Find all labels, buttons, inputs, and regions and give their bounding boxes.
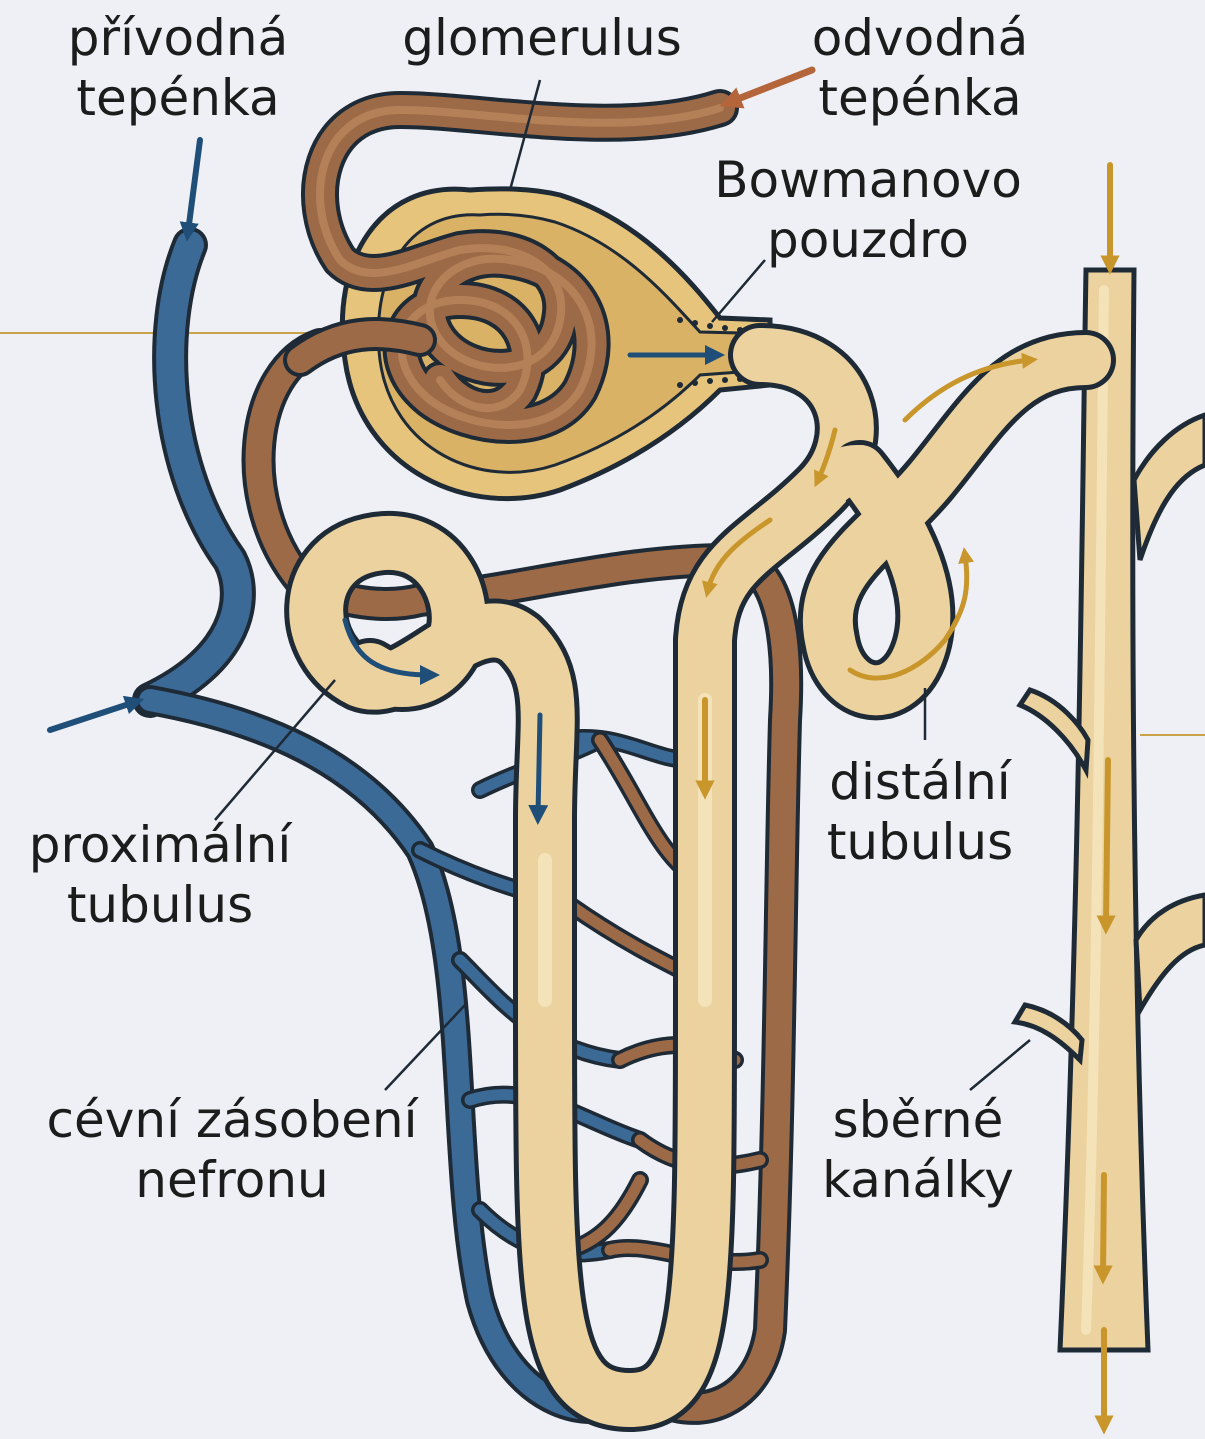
label-glomerulus-line1: glomerulus [402, 8, 682, 68]
label-odvodna-tepenka: odvodná tepénka [812, 8, 1029, 128]
label-odvodna-line1: odvodná [812, 8, 1029, 68]
arrow-duct-2 [1103, 1175, 1104, 1275]
label-cevni-line1: cévní zásobení [47, 1090, 418, 1150]
label-distalni-tubulus: distální tubulus [827, 752, 1013, 872]
collecting-duct-branch-upper-right [1134, 415, 1205, 560]
label-privodna-line2: tepénka [68, 68, 288, 128]
label-bowman-line2: pouzdro [714, 210, 1022, 270]
label-proximalni-line1: proximální [29, 815, 292, 875]
label-distalni-line1: distální [827, 752, 1013, 812]
label-proximalni-line2: tubulus [29, 875, 292, 935]
arrow-odvodna [730, 70, 812, 102]
label-distalni-line2: tubulus [827, 812, 1013, 872]
arrow-vein-inflow [50, 702, 135, 730]
label-bowmanovo-pouzdro: Bowmanovo pouzdro [714, 150, 1022, 270]
label-odvodna-line2: tepénka [812, 68, 1029, 128]
label-sberne-line1: sběrné [822, 1090, 1014, 1150]
arrow-privodna [188, 140, 200, 232]
leader-sberne [970, 1040, 1030, 1090]
label-privodna-tepenka: přívodná tepénka [68, 8, 288, 128]
arrow-proximal-2 [538, 715, 540, 815]
arrow-duct-1 [1106, 760, 1108, 925]
label-privodna-line1: přívodná [68, 8, 288, 68]
label-glomerulus: glomerulus [402, 8, 682, 68]
label-cevni-zasobeni: cévní zásobení nefronu [47, 1090, 418, 1210]
label-sberne-line2: kanálky [822, 1150, 1014, 1210]
label-bowman-line1: Bowmanovo [714, 150, 1022, 210]
collecting-duct-branch-lower-right [1136, 895, 1205, 1010]
label-sberne-kanalky: sběrné kanálky [822, 1090, 1014, 1210]
label-proximalni-tubulus: proximální tubulus [29, 815, 292, 935]
label-cevni-line2: nefronu [47, 1150, 418, 1210]
